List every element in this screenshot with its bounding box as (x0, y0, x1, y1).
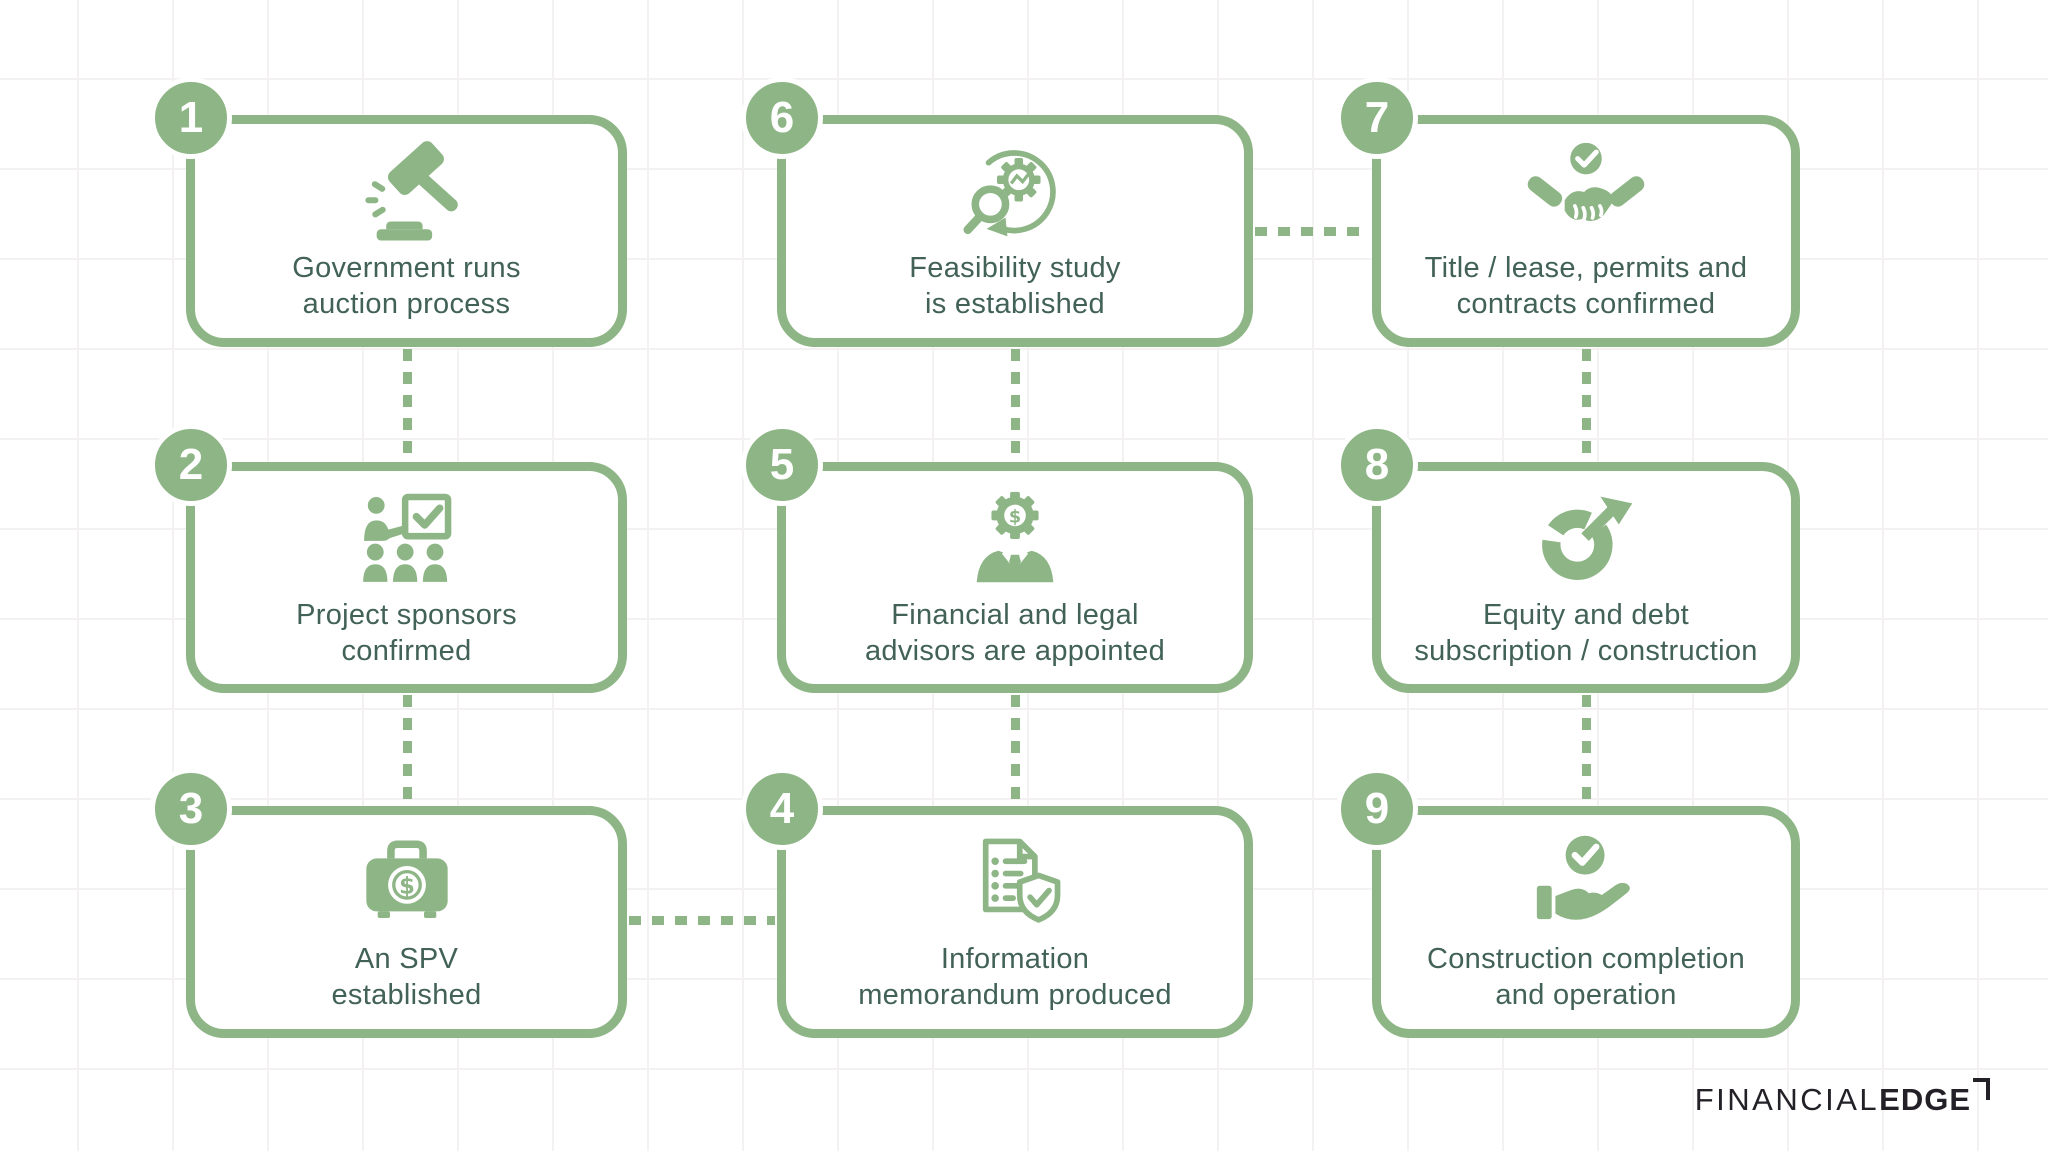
handshake-check-icon (1525, 138, 1647, 246)
step-box-5: 5 $ (741, 424, 1253, 693)
step-number: 4 (769, 784, 795, 833)
step-label: Construction completion and operation (1427, 941, 1745, 1013)
connector-step3-step4 (629, 916, 775, 925)
hand-check-icon (1525, 829, 1647, 937)
svg-text:$: $ (399, 873, 415, 899)
step-label: Equity and debt subscription / construct… (1414, 597, 1757, 669)
connector-step6-step5 (1011, 349, 1020, 460)
step-number: 2 (178, 440, 204, 489)
step-box-6: 6 (741, 77, 1253, 347)
step-label: Government runs auction process (292, 250, 521, 322)
step-number: 3 (178, 784, 204, 833)
label-line: Equity and debt (1482, 599, 1690, 631)
label-line: established (331, 979, 482, 1011)
step-box-1: 1 Government runs auction process (150, 77, 627, 347)
step-label: Project sponsors confirmed (296, 597, 517, 669)
step-box-7: 7 Title / lease, permits and contracts c… (1336, 77, 1800, 347)
connector-step6-step7 (1255, 227, 1370, 236)
gavel-icon (348, 138, 466, 246)
step-1-number-badge: 1 (150, 77, 232, 159)
step-label: Title / lease, permits and contracts con… (1425, 250, 1748, 322)
connector-step2-step3 (403, 695, 412, 804)
connector-step8-step9 (1582, 695, 1591, 804)
label-line: Financial and legal (891, 599, 1139, 631)
step-box-8: 8 Equity and debt subscription / constru… (1336, 424, 1800, 693)
label-line: is established (925, 288, 1105, 320)
briefcase-money-icon: $ (355, 829, 459, 937)
document-shield-icon (963, 829, 1067, 937)
label-line: Title / lease, permits and (1424, 252, 1748, 284)
step-8-number-badge: 8 (1336, 424, 1418, 506)
feasibility-analysis-icon (958, 138, 1072, 246)
label-line: subscription / construction (1414, 635, 1758, 667)
logo-corner-mark (1973, 1078, 1990, 1100)
connector-step5-step4 (1011, 695, 1020, 804)
step-label: Feasibility study is established (909, 250, 1120, 322)
step-3-number-badge: 3 (150, 768, 232, 850)
step-7-number-badge: 7 (1336, 77, 1418, 159)
step-4-number-badge: 4 (741, 768, 823, 850)
step-number: 9 (1364, 784, 1390, 833)
step-label: Information memorandum produced (858, 941, 1172, 1013)
label-line: auction process (302, 288, 511, 320)
label-line: confirmed (341, 635, 472, 667)
step-label: Financial and legal advisors are appoint… (865, 597, 1165, 669)
step-number: 5 (769, 440, 795, 489)
financial-advisor-icon: $ (961, 485, 1069, 593)
logo-financial-text: FINANCIAL (1694, 1082, 1880, 1117)
logo-edge-text: EDGE (1879, 1082, 1971, 1117)
connector-step7-step8 (1582, 349, 1591, 460)
label-line: Project sponsors (296, 599, 517, 631)
donut-chart-arrow-icon (1533, 485, 1639, 593)
step-2-number-badge: 2 (150, 424, 232, 506)
label-line: and operation (1495, 979, 1677, 1011)
svg-text:$: $ (1009, 507, 1021, 527)
step-9-number-badge: 9 (1336, 768, 1418, 850)
label-line: Construction completion (1427, 943, 1745, 975)
label-line: memorandum produced (858, 979, 1172, 1011)
step-label: An SPV established (331, 941, 481, 1013)
label-line: Government runs (292, 252, 521, 284)
label-line: contracts confirmed (1456, 288, 1716, 320)
step-6-number-badge: 6 (741, 77, 823, 159)
step-box-9: 9 Construction completion and operation (1336, 768, 1800, 1038)
label-line: An SPV (354, 943, 459, 975)
step-box-2: 2 Project sponsors confirmed (150, 424, 627, 693)
step-number: 1 (178, 93, 204, 142)
step-box-4: 4 Information memorandum produced (741, 768, 1253, 1038)
step-number: 8 (1364, 440, 1390, 489)
label-line: Feasibility study (909, 252, 1121, 284)
label-line: advisors are appointed (864, 635, 1165, 667)
label-line: Information (940, 943, 1090, 975)
connector-step1-step2 (403, 349, 412, 460)
financialedge-logo: FINANCIALEDGE (1694, 1078, 1990, 1118)
step-number: 6 (769, 93, 795, 142)
presentation-approval-icon (351, 485, 463, 593)
step-number: 7 (1364, 93, 1390, 142)
step-box-3: 3 $ An SPV established (150, 768, 627, 1038)
step-5-number-badge: 5 (741, 424, 823, 506)
